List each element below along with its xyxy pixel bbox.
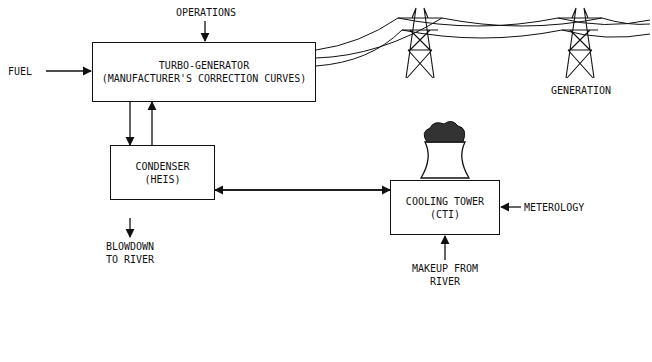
cooling-tower-icon [421,121,469,178]
output-arrow [129,218,130,237]
input-arrow [444,236,445,260]
flow-label: MAKEUP FROM RIVER [410,262,480,288]
flow-label: GENERATION [545,84,617,97]
flow-arrow [215,189,390,190]
transmission-line [316,18,650,66]
flow-label: FUEL [8,65,42,78]
box-subtitle: (HEIS) [144,173,180,186]
flow-arrow [151,102,152,145]
box-title: COOLING TOWER [406,195,484,208]
process-box: COOLING TOWER(CTI) [390,180,500,235]
flow-label: METEROLOGY [524,201,590,214]
flow-label: BLOWDOWN TO RIVER [97,240,163,266]
box-title: TURBO-GENERATOR [159,59,249,72]
flow-arrow [129,102,130,145]
input-arrow [501,206,521,207]
box-subtitle: (CTI) [430,208,460,221]
transmission-pylon [558,8,602,78]
flow-label: OPERATIONS [170,6,242,19]
box-subtitle: (MANUFACTURER'S CORRECTION CURVES) [102,72,307,85]
flow-arrow [215,189,390,190]
process-box: CONDENSER(HEIS) [110,145,215,200]
box-title: CONDENSER [135,160,189,173]
input-arrow [204,21,205,41]
transmission-pylon [398,8,442,78]
input-arrow [46,70,91,71]
process-box: TURBO-GENERATOR(MANUFACTURER'S CORRECTIO… [92,42,316,102]
